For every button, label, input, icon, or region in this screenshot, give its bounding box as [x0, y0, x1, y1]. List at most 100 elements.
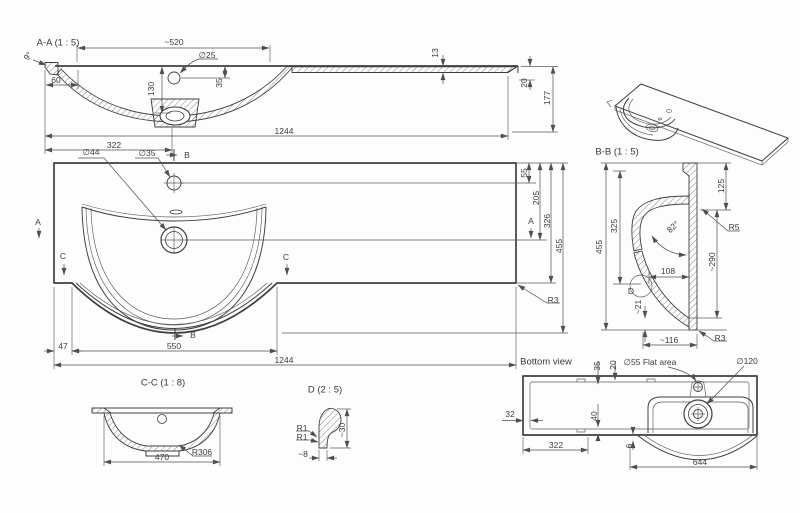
marker-detail-d: D [627, 285, 635, 296]
dim-section-height: 177 [541, 90, 552, 106]
dim-bottom-rib-width: 20 [607, 360, 618, 370]
dim-overflow-hole-dia: ∅25 [198, 49, 216, 60]
dim-plan-corner-radius: R3 [547, 294, 559, 305]
section-aa-title: A-A (1 : 5) [36, 37, 80, 49]
dim-left-edge-offset: 60 [51, 74, 61, 85]
bb-angle-arc [651, 235, 687, 258]
bb-bowl-wall [633, 250, 690, 328]
aa-drain-hole [159, 106, 191, 126]
plan-centerlines [181, 182, 547, 241]
dim-drain-from-back: 205 [530, 190, 541, 206]
dim-basin-opening-width: ~520 [164, 36, 184, 47]
dim-faucet-from-back: 55 [518, 168, 529, 178]
dim-bb-top-radius: R5 [728, 221, 740, 232]
plan-bowl-outer [81, 206, 267, 331]
dim-bottom-cabinet-width: 322 [548, 439, 564, 450]
dim-bottom-gap: 6 [623, 443, 634, 449]
bb-detail-d-circle [629, 274, 653, 298]
dim-d-lip-width: ~8 [298, 448, 308, 459]
iso-faucet-hole [666, 109, 672, 113]
aa-overflow-leader [179, 58, 218, 74]
dim-cc-bowl-radius: R306 [191, 446, 213, 457]
cc-counter-edge [91, 407, 233, 414]
isometric-view [606, 83, 789, 166]
plan-rim [81, 206, 267, 222]
section-cc-view [91, 407, 233, 466]
dim-counter-depth: 326 [541, 213, 552, 229]
dim-aa-overall-width: 1244 [274, 125, 294, 136]
dim-d-lip-height: ~30 [336, 422, 347, 438]
dim-bb-inner-height: 325 [608, 218, 619, 234]
dim-bb-bottom-depth: ~116 [659, 334, 679, 345]
dim-faucet-hole-dia: ∅35 [138, 147, 156, 158]
aa-bowl-section [56, 66, 294, 123]
aa-slab-section [291, 66, 519, 73]
section-aa-view [32, 45, 558, 154]
dim-bottom-basin-width: 644 [692, 456, 708, 467]
bb-back-wall [682, 162, 698, 331]
dim-cc-bowl-width: 470 [154, 451, 170, 462]
bottom-drain-leader [706, 365, 745, 405]
plan-faucet-leader [135, 157, 171, 178]
bottom-outline [522, 375, 758, 436]
dim-bottom-drain-recess: ∅120 [736, 355, 758, 366]
bottom-basin-bulge [636, 434, 758, 461]
cc-drain-boss [145, 451, 180, 457]
dim-bottom-rib-height: 40 [588, 411, 599, 421]
aa-left-tab [44, 62, 59, 76]
dim-drain-center-offset: 322 [106, 139, 122, 150]
plan-r3-leader [517, 284, 560, 304]
dim-front-edge-height: 20 [518, 78, 529, 88]
plan-drain-leader [78, 157, 167, 231]
detail-d-view [296, 407, 351, 461]
bottom-flat-area-leader [667, 366, 697, 382]
dim-bottom-flat-area: ∅55 Flat area [623, 356, 677, 367]
dim-overall-depth: 455 [553, 238, 564, 254]
plan-overflow-slot [169, 209, 183, 215]
iso-basin-apron [615, 106, 679, 141]
marker-c-right: C [282, 251, 290, 262]
dim-bottom-wall-thickness: 32 [505, 408, 515, 419]
marker-b-bottom: B [190, 329, 196, 340]
dim-d-fillet-inner: R1 [296, 431, 308, 442]
marker-c-left: C [59, 250, 67, 261]
dim-bulge-side-offset: 47 [58, 340, 68, 351]
marker-a-left: A [35, 216, 41, 227]
bottom-faucet-boss [689, 380, 707, 398]
dim-bb-bottom-clearance: ~21 [632, 299, 643, 315]
dim-slab-thickness: 13 [429, 48, 440, 58]
detail-d-profile [318, 407, 342, 449]
bb-r5-leader [701, 208, 740, 232]
dim-bowl-depth: 130 [145, 81, 156, 97]
iso-drain [645, 123, 659, 133]
aa-angle-leader [32, 59, 47, 66]
dim-d-fillet-outer: R1 [296, 422, 308, 433]
plan-view [36, 149, 568, 369]
bb-rim-channel [631, 195, 690, 252]
dim-drain-dia: ∅44 [82, 146, 100, 157]
dim-overflow-hole-depth: 35 [213, 78, 224, 88]
iso-basin-rim [623, 97, 676, 129]
dim-bulge-width: 550 [166, 340, 182, 351]
dim-bottom-back-rib-offset: 35 [591, 361, 602, 371]
dim-bb-overall-height: 455 [593, 239, 604, 255]
iso-countertop [614, 83, 789, 162]
plan-outline [53, 162, 517, 334]
cc-radius-leader [178, 444, 212, 457]
cc-faucet-hole [157, 414, 167, 424]
aa-overflow-hole [167, 71, 181, 85]
bottom-view [502, 361, 758, 470]
dim-bb-back-drop: 125 [715, 178, 726, 194]
marker-a-right: A [528, 215, 534, 226]
cc-bowl-section [103, 412, 221, 452]
dim-bb-bottom-radius: R3 [714, 332, 726, 343]
detail-d-title: D (2 : 5) [307, 384, 343, 396]
bb-r3-leader [698, 330, 727, 342]
section-bb-view [601, 162, 740, 349]
bottom-basin-dome [647, 396, 754, 433]
marker-b-top: B [184, 149, 190, 160]
dim-bb-ledge-depth: 108 [660, 265, 676, 276]
dim-plan-overall-width: 1244 [274, 354, 294, 365]
